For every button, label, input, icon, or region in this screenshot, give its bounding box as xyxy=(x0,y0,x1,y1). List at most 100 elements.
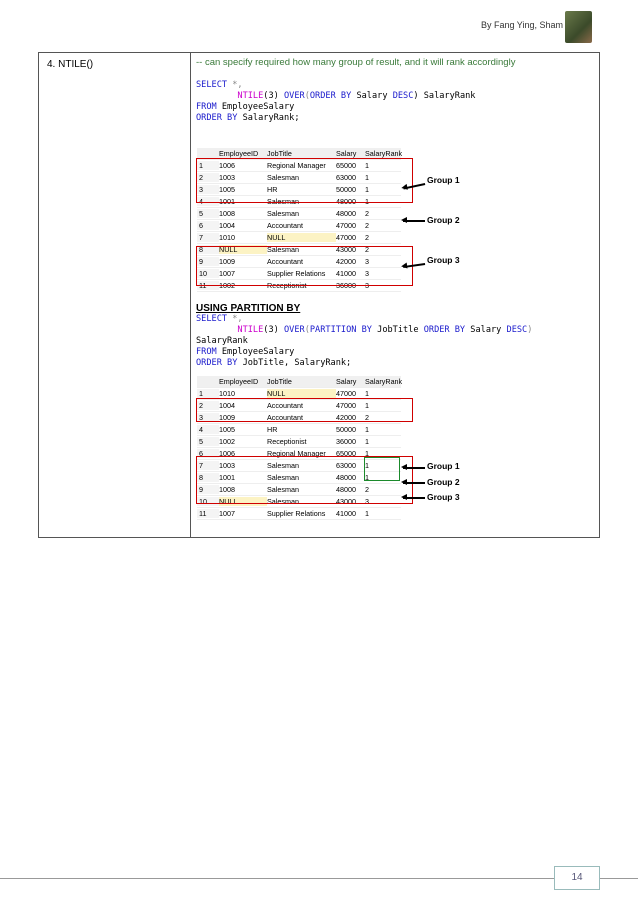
table-cell: 41000 xyxy=(336,509,356,518)
table-cell: 1005 xyxy=(219,425,235,434)
table-cell: 1003 xyxy=(219,461,235,470)
table-cell: 1010 xyxy=(219,389,235,398)
q2-select: SELECT xyxy=(196,314,228,324)
table-cell: 3 xyxy=(365,497,369,506)
table-cell: 7 xyxy=(197,233,219,242)
table-cell: 36000 xyxy=(336,437,356,446)
header-cell: SalaryRank xyxy=(365,149,403,158)
table-cell: 50000 xyxy=(336,185,356,194)
header-author: By Fang Ying, Sham xyxy=(480,20,563,30)
table-cell: 63000 xyxy=(336,173,356,182)
arrow-icon xyxy=(401,464,425,470)
table-cell: 4 xyxy=(197,425,219,434)
q2-from: FROM xyxy=(196,347,217,357)
table-cell: 1008 xyxy=(219,485,235,494)
table-cell: 10 xyxy=(197,269,219,278)
table-cell: 42000 xyxy=(336,413,356,422)
table-cell: 1 xyxy=(365,449,369,458)
table-cell: Salesman xyxy=(267,197,299,206)
table-cell: 48000 xyxy=(336,197,356,206)
table-cell: 1001 xyxy=(219,197,235,206)
q2-alias: SalaryRank xyxy=(196,336,248,346)
header-cell: EmployeeID xyxy=(219,377,259,386)
content-table: 4. NTILE() -- can specify required how m… xyxy=(38,52,600,538)
q1-ntile-arg: (3) xyxy=(263,91,284,101)
salary-rank-highlight xyxy=(364,457,400,481)
group-label: Group 3 xyxy=(427,255,460,265)
table-cell: 1003 xyxy=(219,173,235,182)
query-1: SELECT *, NTILE(3) OVER(ORDER BY Salary … xyxy=(196,80,596,124)
content-cell: -- can specify required how many group o… xyxy=(196,57,596,124)
table-cell: 1008 xyxy=(219,209,235,218)
table-cell: 43000 xyxy=(336,245,356,254)
table-cell: 42000 xyxy=(336,257,356,266)
q2-close: ) xyxy=(527,325,533,335)
table-cell: 5 xyxy=(197,209,219,218)
q2-over: OVER xyxy=(283,325,305,335)
table-cell: NULL xyxy=(219,245,267,254)
q1-salary: Salary xyxy=(351,91,393,101)
table-cell: 2 xyxy=(365,233,369,242)
table-cell: 63000 xyxy=(336,461,356,470)
table-cell: 41000 xyxy=(336,269,356,278)
group-label: Group 1 xyxy=(427,175,460,185)
q2-order-cols: JobTitle, SalaryRank; xyxy=(237,358,352,368)
header-cell: Salary xyxy=(336,377,357,386)
table-cell: 43000 xyxy=(336,497,356,506)
table-cell: 4 xyxy=(197,197,219,206)
column-divider xyxy=(190,53,191,537)
table-cell: Salesman xyxy=(267,485,299,494)
table-cell: Salesman xyxy=(267,173,299,182)
table-cell: 11 xyxy=(197,509,219,518)
table-cell: Salesman xyxy=(267,473,299,482)
q1-select: SELECT xyxy=(196,80,228,90)
table-header: EmployeeID JobTitle Salary SalaryRank xyxy=(197,148,403,160)
table-cell: 5 xyxy=(197,437,219,446)
table-cell: HR xyxy=(267,425,278,434)
table-cell: 1004 xyxy=(219,221,235,230)
q2-paren: ( xyxy=(304,325,310,335)
table-cell: 47000 xyxy=(336,389,356,398)
arrow-icon xyxy=(401,479,425,485)
table-cell: 3 xyxy=(365,257,369,266)
table-cell: 1010 xyxy=(219,233,235,242)
table-cell: 2 xyxy=(365,221,369,230)
q1-ntile: NTILE xyxy=(237,91,264,101)
table-header: EmployeeID JobTitle Salary SalaryRank xyxy=(197,376,402,388)
q2-star: *, xyxy=(227,314,243,324)
table-cell: 65000 xyxy=(336,161,356,170)
table-cell: NULL xyxy=(267,389,336,398)
table-cell: Accountant xyxy=(267,257,303,266)
table-cell: 1 xyxy=(365,161,369,170)
table-cell: 8 xyxy=(197,473,219,482)
table-cell: 1 xyxy=(365,437,369,446)
table-cell: Salesman xyxy=(267,209,299,218)
partition-section: USING PARTITION BY SELECT *, NTILE(3) OV… xyxy=(196,289,596,369)
table-cell: 65000 xyxy=(336,449,356,458)
table-cell: 1 xyxy=(365,401,369,410)
section-label: 4. NTILE() xyxy=(47,59,94,70)
table-cell: Salesman xyxy=(267,497,299,506)
table-cell: 1009 xyxy=(219,257,235,266)
table-cell: 9 xyxy=(197,257,219,266)
group-label: Group 1 xyxy=(427,461,460,471)
q2-desc: DESC xyxy=(506,325,528,335)
table-cell: 2 xyxy=(197,401,219,410)
arrow-icon xyxy=(401,217,425,223)
table-cell: 3 xyxy=(365,269,369,278)
table-cell: 1002 xyxy=(219,437,235,446)
table-cell: 1006 xyxy=(219,161,235,170)
